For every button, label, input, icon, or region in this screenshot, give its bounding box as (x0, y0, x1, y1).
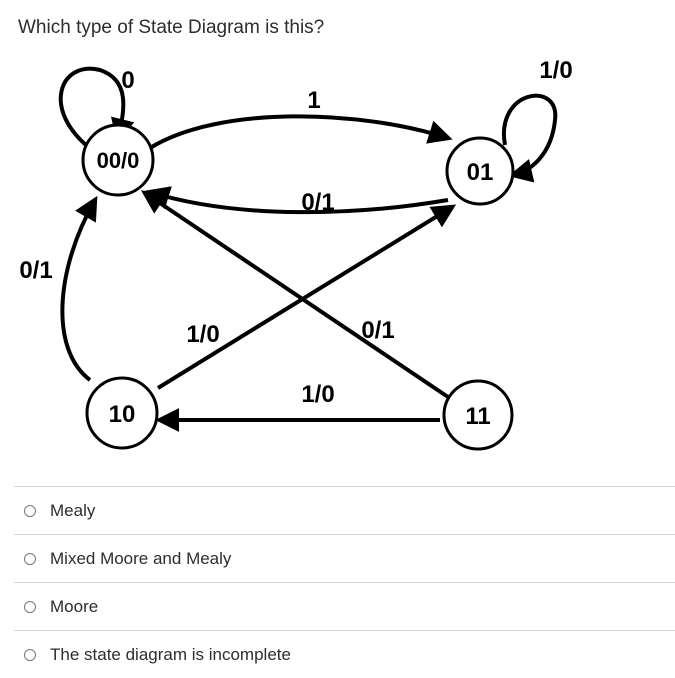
option-mealy[interactable]: Mealy (14, 486, 675, 534)
option-label: The state diagram is incomplete (50, 644, 291, 664)
edge-01-to-00 (145, 186, 449, 215)
option-label: Moore (50, 596, 99, 616)
label-10-to-00: 0/1 (19, 257, 52, 284)
edge-00-to-01 (148, 114, 453, 150)
option-incomplete[interactable]: The state diagram is incomplete (14, 630, 675, 678)
label-01-self: 1/0 (539, 57, 572, 84)
state-01: 01 (445, 136, 515, 206)
option-moore[interactable]: Moore (14, 582, 675, 630)
svg-text:11: 11 (465, 403, 490, 430)
state-11: 11 (442, 379, 514, 451)
svg-text:00/0: 00/0 (97, 148, 140, 173)
answer-options: Mealy Mixed Moore and Mealy Moore The st… (14, 486, 675, 678)
state-diagram: 00/0 01 10 11 0 1 1/0 0/1 0/1 1/0 0/1 1/… (19, 57, 573, 451)
label-01-to-00: 0/1 (301, 189, 334, 216)
label-11-to-00: 0/1 (361, 317, 394, 344)
state-00: 00/0 (81, 123, 155, 197)
radio-button[interactable] (24, 504, 36, 517)
question-text: Which type of State Diagram is this? (18, 17, 325, 38)
edge-01-self (501, 93, 558, 183)
label-00-self: 0 (121, 67, 134, 94)
edge-11-to-00 (141, 190, 450, 399)
state-10: 10 (85, 376, 159, 450)
edge-10-to-00 (60, 195, 98, 382)
label-00-to-01: 1 (307, 87, 320, 114)
radio-button[interactable] (24, 600, 36, 613)
option-mixed[interactable]: Mixed Moore and Mealy (14, 534, 675, 582)
radio-button[interactable] (24, 552, 36, 565)
svg-text:10: 10 (109, 401, 136, 428)
edge-00-self (58, 66, 135, 152)
edge-10-to-01 (156, 204, 457, 390)
label-10-to-01: 1/0 (186, 321, 219, 348)
radio-button[interactable] (24, 648, 36, 661)
svg-text:01: 01 (467, 159, 494, 186)
label-11-to-10: 1/0 (301, 381, 334, 408)
option-label: Mixed Moore and Mealy (50, 548, 232, 568)
option-label: Mealy (50, 500, 96, 520)
